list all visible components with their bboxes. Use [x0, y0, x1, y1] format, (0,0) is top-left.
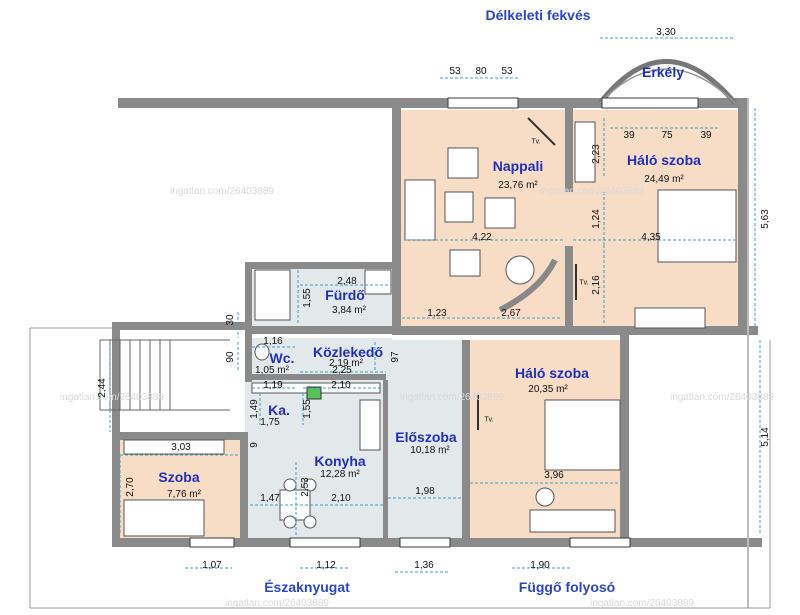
- dim-halo1-w: 4,35: [641, 232, 661, 243]
- dim-nappali-b2: 2,67: [501, 308, 521, 319]
- room-erkely-name: Erkély: [641, 64, 685, 80]
- room-furdo-area: 3,84 m²: [332, 305, 366, 316]
- dim-nappali-b1: 1,23: [427, 308, 447, 319]
- room-eloszoba-name: Előszoba: [395, 429, 457, 445]
- dim-win-b: 80: [475, 66, 487, 77]
- dim-win-c: 53: [501, 66, 513, 77]
- title-top: Délkeleti fekvés: [485, 7, 591, 23]
- dim-kozl-h: 97: [390, 351, 401, 363]
- dim-stair-244: 2,44: [97, 378, 108, 398]
- room-szoba-name: Szoba: [158, 469, 200, 485]
- dim-konyha-147: 1,47: [260, 493, 280, 504]
- dim-win-a: 53: [449, 66, 461, 77]
- dim-halo1-win-a: 39: [623, 130, 635, 141]
- staircase: [99, 339, 230, 411]
- room-konyha-name: Konyha: [314, 453, 366, 469]
- dim-furdo-h: 1,55: [302, 288, 313, 308]
- dim-erkely-width: 3,30: [656, 27, 676, 38]
- dim-halo1-h: 5,63: [760, 209, 771, 229]
- dim-left-90: 90: [225, 351, 236, 363]
- room-wc-area: 1,05 m²: [255, 365, 289, 376]
- dim-konyha-253: 2,53: [300, 477, 311, 497]
- title-bottom-left: Északnyugat: [264, 579, 350, 595]
- balcony-arc: [598, 59, 737, 105]
- dim-konyha-210b: 2,10: [331, 493, 351, 504]
- watermark: ingatlan.com/26403889: [670, 392, 774, 403]
- dim-szoba-h: 2,70: [125, 477, 136, 497]
- dim-bottom-190: 1,90: [530, 560, 550, 571]
- windows: [189, 97, 699, 548]
- dimension-lines: [109, 37, 761, 573]
- room-furdo-name: Fürdő: [325, 287, 365, 303]
- tv-label: Tv.: [531, 138, 541, 146]
- dim-nappali-w: 4,22: [472, 232, 492, 243]
- room-nappali-name: Nappali: [492, 158, 544, 174]
- room-szoba-area: 7,76 m²: [167, 489, 201, 500]
- floor-kozlekedo: [252, 338, 392, 380]
- dim-halo1-win-b: 75: [661, 130, 673, 141]
- dim-ka-h2: 1,55: [302, 399, 313, 419]
- watermark: ingatlan.com/26403889: [170, 186, 274, 197]
- dim-mid-124: 1,24: [591, 209, 602, 229]
- dim-wc-w2: 1,19: [263, 380, 283, 391]
- room-kozlekedo-name: Közlekedő: [312, 344, 384, 360]
- room-kozlekedo-area: 2,19 m²: [329, 358, 363, 369]
- watermark: ingatlan.com/26403889: [225, 598, 329, 609]
- dim-mid-216: 2,16: [591, 275, 602, 295]
- room-ka-name: Ka.: [268, 402, 290, 418]
- dim-halo2-w: 3,96: [544, 470, 564, 481]
- dim-bottom-136: 1,36: [414, 560, 434, 571]
- dim-nappali-h: 2,23: [591, 144, 602, 164]
- room-halo1-area: 24,49 m²: [644, 174, 684, 185]
- dim-ka-9: 9: [249, 442, 260, 448]
- dim-halo1-win-c: 39: [700, 130, 712, 141]
- dim-bottom-107: 1,07: [202, 560, 222, 571]
- watermark: ingatlan.com/26403889: [400, 392, 504, 403]
- watermark: ingatlan.com/26403889: [590, 598, 694, 609]
- room-halo1-name: Háló szoba: [627, 152, 701, 168]
- dim-wc-w: 1,16: [263, 336, 283, 347]
- tv-label: Tv.: [484, 416, 494, 424]
- title-bottom-right: Függő folyosó: [518, 579, 616, 595]
- room-konyha-area: 12,28 m²: [320, 469, 360, 480]
- furniture: [123, 121, 737, 537]
- corridor-outline: [29, 327, 771, 609]
- tv-label: Tv.: [579, 279, 589, 287]
- kitchen-stove: [306, 386, 322, 400]
- watermark: ingatlan.com/26403889: [540, 186, 644, 197]
- room-ka-area: 1,75: [260, 417, 280, 428]
- dim-halo2-h: 5,14: [760, 427, 771, 447]
- dim-eloszoba-198: 1,98: [415, 486, 435, 497]
- room-eloszoba-area: 10,18 m²: [410, 445, 450, 456]
- dim-kozl-w: 2,25: [332, 365, 352, 376]
- floor-eloszoba: [385, 340, 467, 540]
- room-nappali-area: 23,76 m²: [498, 180, 538, 191]
- room-wc-name: Wc.: [269, 350, 295, 366]
- dim-furdo-w: 2,48: [337, 276, 357, 287]
- dim-szoba-w: 3,03: [171, 442, 191, 453]
- room-halo2-name: Háló szoba: [515, 365, 589, 381]
- dim-ka-h: 1,49: [249, 399, 260, 419]
- dim-left-30: 30: [225, 314, 236, 326]
- watermark: ingatlan.com/26403889: [60, 392, 164, 403]
- tv-units: [477, 117, 577, 430]
- dim-konyha-210a: 2,10: [331, 380, 351, 391]
- dim-bottom-112: 1,12: [316, 560, 336, 571]
- room-halo2-area: 20,35 m²: [528, 384, 568, 395]
